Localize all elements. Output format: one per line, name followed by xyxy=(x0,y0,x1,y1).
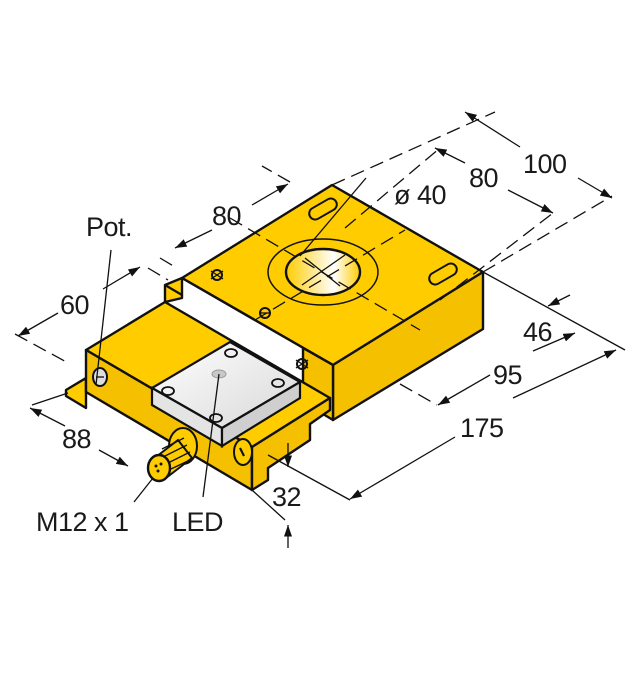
mounting-slots xyxy=(210,197,458,370)
m12-connector xyxy=(146,427,198,483)
led-cover-plate xyxy=(149,340,303,448)
dim-88-label: 88 xyxy=(62,424,92,454)
led-label: LED xyxy=(172,507,224,537)
sensing-hole xyxy=(229,217,421,331)
dim-80-right-label: 80 xyxy=(469,163,499,193)
dim-80-left-label: 80 xyxy=(212,201,242,231)
dim-95-label: 95 xyxy=(493,360,523,390)
dim-175-label: 175 xyxy=(460,413,504,443)
potentiometer xyxy=(92,367,108,387)
dimension-lines xyxy=(14,111,626,548)
pot-label: Pot. xyxy=(86,212,133,242)
dim-100-label: 100 xyxy=(523,149,567,179)
dim-32-label: 32 xyxy=(272,482,302,512)
dim-diameter-label: ø 40 xyxy=(394,180,447,210)
dim-60-label: 60 xyxy=(60,290,90,320)
dim-46-label: 46 xyxy=(523,317,553,347)
connector-label: M12 x 1 xyxy=(36,507,129,537)
